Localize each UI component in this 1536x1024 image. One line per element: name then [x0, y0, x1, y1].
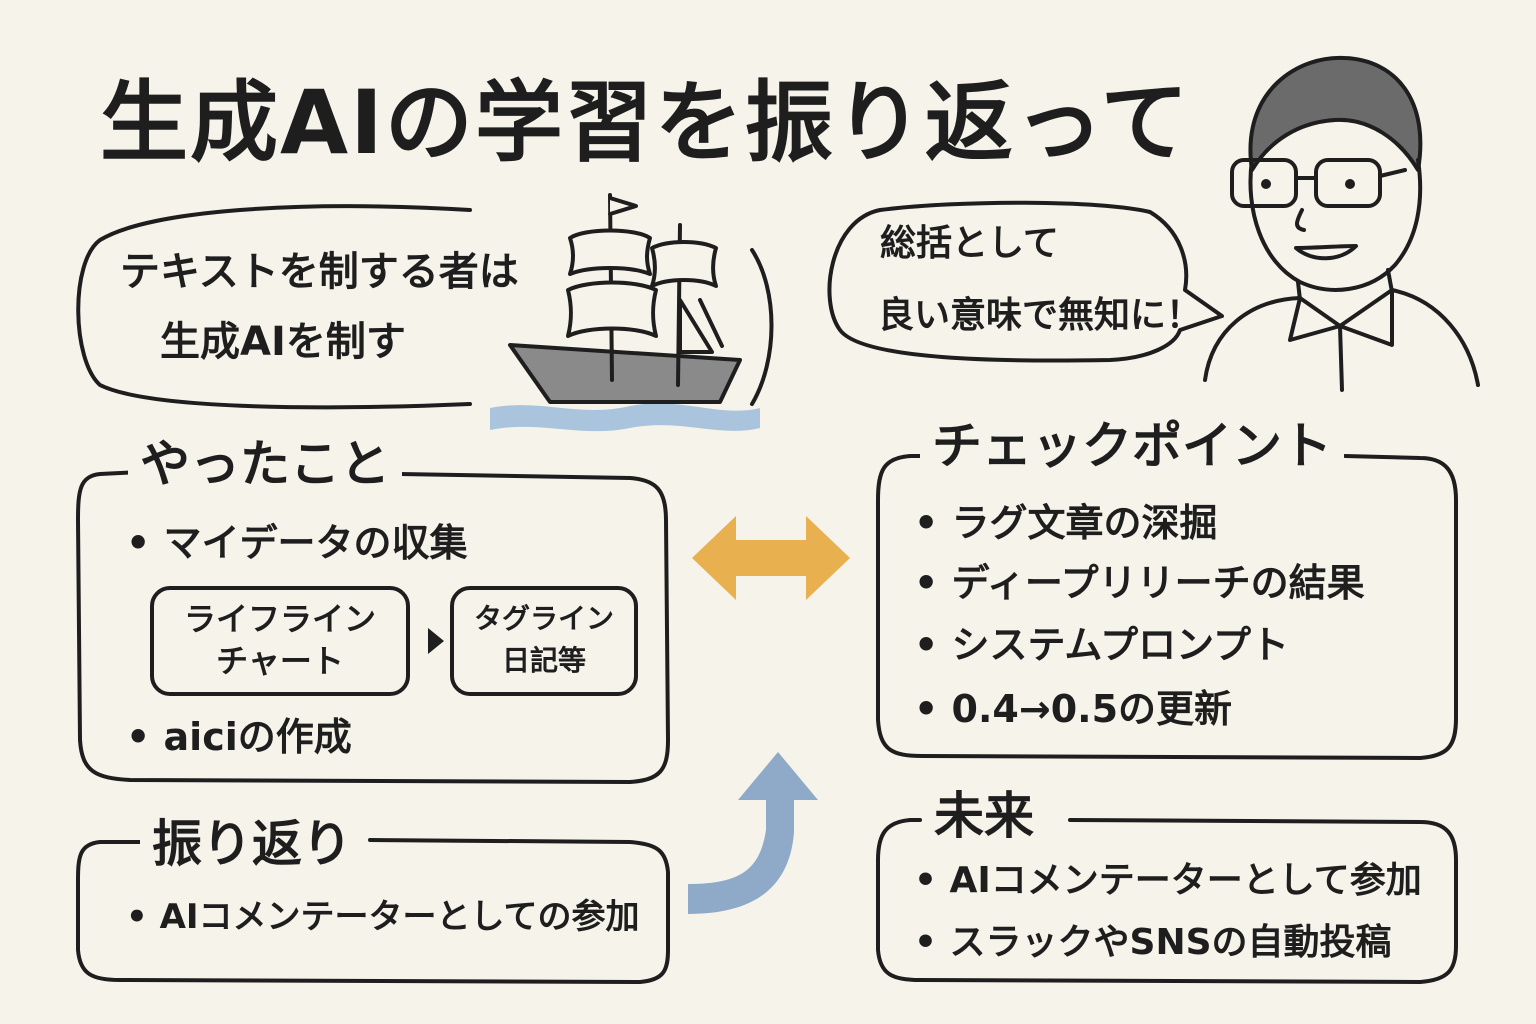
done-item-2: aiciの作成 [126, 712, 352, 762]
checkpoint-item-3: システムプロンプト [914, 620, 1289, 670]
flow-box-1: ライフライン チャート [152, 598, 408, 682]
checkpoints-heading: チェックポイント [920, 414, 1344, 478]
flow-box-1-line-2: チャート [216, 642, 344, 680]
future-box-outline [876, 818, 1458, 985]
reflection-item-1: AIコメンテーターとしての参加 [126, 892, 640, 942]
quote-line-2: 生成AIを制す [160, 319, 406, 365]
sailing-ship-illustration [490, 193, 760, 432]
flow-box-1-outline [150, 586, 410, 696]
reflection-box-outline [76, 838, 670, 985]
speech-line-1: 総括として [880, 223, 1059, 264]
flow-box-2-line-1: タグライン [473, 602, 614, 635]
flow-box-1-line-1: ライフライン [183, 600, 376, 638]
quote-bubble-right-arc [750, 248, 774, 406]
checkpoint-item-1: ラグ文章の深掘 [914, 498, 1218, 548]
flow-arrow [428, 628, 444, 654]
done-heading: やったこと [128, 432, 402, 496]
flow-box-2-line-2: 日記等 [501, 644, 586, 677]
future-item-1: AIコメンテーターとして参加 [914, 856, 1422, 906]
flow-box-2: タグライン 日記等 [452, 598, 636, 682]
done-item-1: マイデータの収集 [126, 518, 468, 568]
flow-box-2-outline [450, 586, 638, 696]
future-item-2: スラックやSNSの自動投稿 [914, 918, 1392, 968]
double-arrow [692, 516, 850, 600]
done-box-outline [75, 470, 671, 785]
quote-line-1: テキストを制する者は [120, 249, 519, 295]
checkpoints-box-outline [876, 454, 1458, 761]
man-with-glasses-illustration [1203, 55, 1480, 392]
page-title: 生成AIの学習を振り返って [100, 71, 1191, 174]
checkpoint-item-4: 0.4→0.5の更新 [914, 684, 1232, 734]
speech-line-2: 良い意味で無知に！ [878, 295, 1203, 336]
reflection-heading: 振り返り [140, 812, 364, 876]
curved-up-arrow [688, 752, 818, 914]
future-heading: 未来 [922, 784, 1046, 848]
speech-bubble-outline [827, 200, 1224, 363]
checkpoint-item-2: ディープリリーチの結果 [914, 558, 1365, 608]
quote-bubble-outline [76, 204, 472, 410]
